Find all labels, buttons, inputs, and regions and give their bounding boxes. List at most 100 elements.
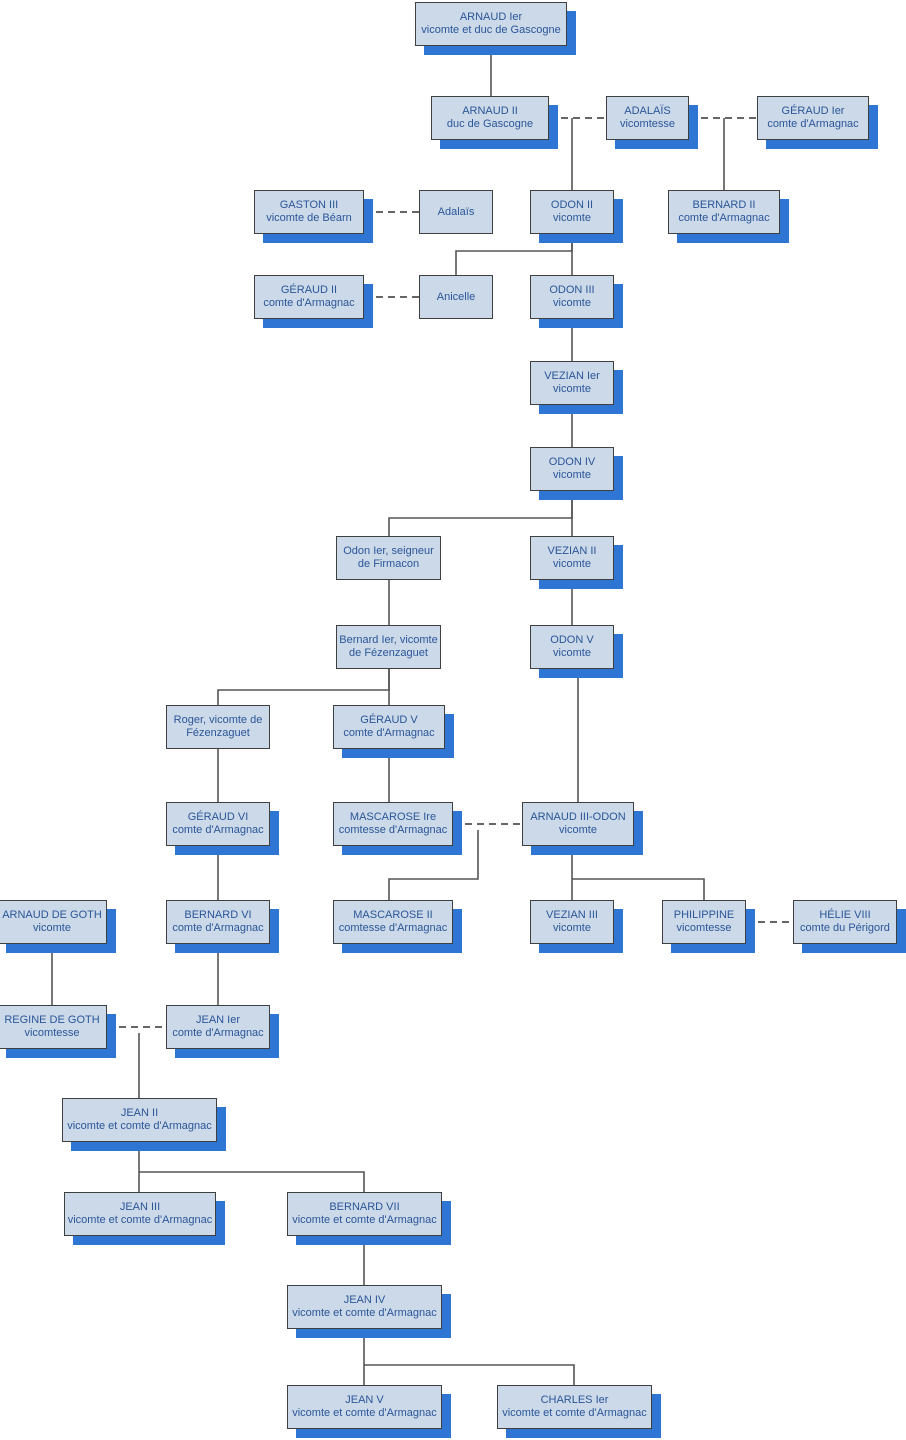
descent-connector (217, 669, 390, 705)
person-name: ARNAUD DE GOTH (2, 909, 102, 921)
person-name: ODON II (550, 199, 594, 211)
person-name: GÉRAUD Ier (781, 105, 845, 117)
descent-connector (572, 878, 705, 900)
person-name: ARNAUD III-ODON (530, 811, 626, 823)
person-name: VEZIAN III (546, 909, 598, 921)
person-name: BERNARD II (692, 199, 756, 211)
person-title: vicomte (553, 922, 591, 934)
person-name: ODON III (549, 284, 595, 296)
person-name: ADALAÏS (624, 105, 671, 117)
person-node[interactable]: Adalaïs (419, 190, 493, 234)
person-name: ARNAUD Ier (459, 11, 523, 23)
person-name: JEAN II (120, 1107, 159, 1119)
person-title: comte d'Armagnac (678, 212, 770, 224)
person-title: vicomte et comte d'Armagnac (292, 1214, 437, 1226)
descent-connector (139, 1171, 365, 1192)
person-title: vicomte et comte d'Armagnac (292, 1307, 437, 1319)
person-name: ODON V (550, 634, 594, 646)
person-title: vicomte (553, 469, 591, 481)
person-title: vicomte (33, 922, 71, 934)
marriage-lines (107, 117, 793, 1028)
person-name: MASCAROSE Ire (349, 811, 437, 823)
person-title: vicomtesse (676, 922, 732, 934)
person-name: JEAN III (119, 1201, 161, 1213)
person-title: comte d'Armagnac (172, 824, 264, 836)
person-name: Roger, vicomte de (173, 714, 263, 726)
person-title: vicomte (553, 297, 591, 309)
person-title: comte d'Armagnac (172, 922, 264, 934)
person-title: comtesse d'Armagnac (338, 922, 448, 934)
person-name: JEAN IV (343, 1294, 386, 1306)
person-title: vicomtesse (24, 1027, 80, 1039)
person-title: vicomte et duc de Gascogne (421, 24, 561, 36)
person-name: BERNARD VI (184, 909, 252, 921)
person-title: vicomte (553, 558, 591, 570)
person-title: comte d'Armagnac (767, 118, 859, 130)
person-title: vicomte et comte d'Armagnac (67, 1120, 212, 1132)
person-title: comte d'Armagnac (263, 297, 355, 309)
person-name: PHILIPPINE (673, 909, 735, 921)
descent-connector (364, 1364, 575, 1385)
person-title: comte d'Armagnac (172, 1027, 264, 1039)
person-name: Odon Ier, seigneur (343, 545, 434, 557)
person-name: VEZIAN Ier (544, 370, 600, 382)
person-name: VEZIAN II (547, 545, 597, 557)
person-name: GASTON III (279, 199, 339, 211)
person-title: vicomte et comte d'Armagnac (502, 1407, 647, 1419)
person-name: Bernard Ier, vicomte (339, 634, 438, 646)
person-title: duc de Gascogne (446, 118, 534, 130)
person-title: Fézenzaguet (186, 727, 250, 739)
person-title: comtesse d'Armagnac (338, 824, 448, 836)
person-title: vicomte (553, 383, 591, 395)
person-name: Adalaïs (437, 205, 475, 218)
person-name: BERNARD VII (329, 1201, 400, 1213)
person-title: comte d'Armagnac (343, 727, 435, 739)
person-title: vicomte (553, 212, 591, 224)
person-title: vicomte et comte d'Armagnac (292, 1407, 437, 1419)
person-node[interactable]: Anicelle (419, 275, 493, 319)
person-title: de Fézenzaguet (349, 647, 428, 659)
person-name: REGINE DE GOTH (4, 1014, 100, 1026)
person-name: HÉLIE VIII (819, 909, 871, 921)
person-title: vicomte et comte d'Armagnac (67, 1214, 213, 1226)
person-name: GÉRAUD II (280, 284, 338, 296)
person-title: vicomte de Béarn (266, 212, 352, 224)
person-title: vicomte (553, 647, 591, 659)
person-name: MASCAROSE II (353, 909, 433, 921)
person-name: ODON IV (548, 456, 596, 468)
